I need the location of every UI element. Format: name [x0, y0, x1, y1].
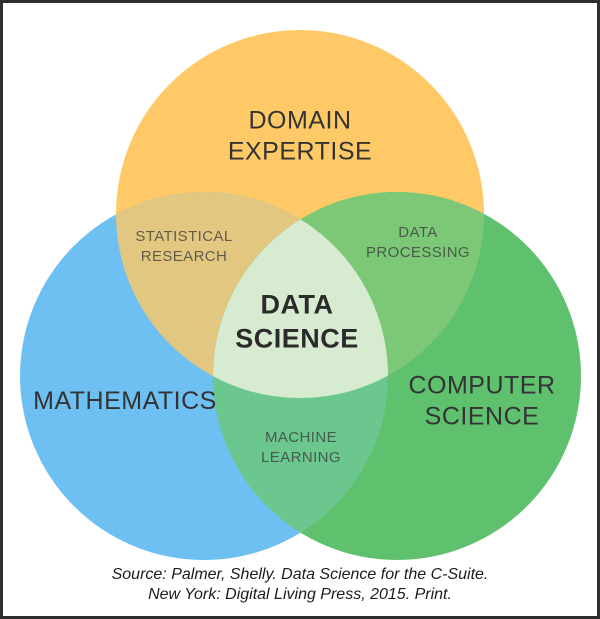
mathematics-label-line1: MATHEMATICS — [33, 386, 217, 415]
venn-chart — [20, 30, 581, 560]
source-citation-line2: New York: Digital Living Press, 2015. Pr… — [148, 586, 452, 603]
data-processing-label-line2: PROCESSING — [365, 244, 471, 261]
source-citation-line1: Source: Palmer, Shelly. Data Science for… — [111, 566, 489, 583]
machine-learning-label-line2: LEARNING — [261, 449, 341, 466]
domain-expertise-label-line1: DOMAIN — [248, 106, 352, 135]
data-science-label-line1: DATA — [260, 289, 334, 320]
statistical-research-label-line2: RESEARCH — [140, 248, 228, 265]
source-citation: Source: Palmer, Shelly. Data Science for… — [0, 565, 600, 605]
mathematics-label: MATHEMATICS — [33, 386, 217, 417]
machine-learning-label-line1: MACHINE — [265, 428, 337, 446]
machine-learning-label: MACHINE LEARNING — [261, 428, 341, 469]
computer-science-label-line1: COMPUTER — [408, 371, 556, 400]
statistical-research-label-line1: STATISTICAL — [135, 227, 233, 245]
data-science-label: DATA SCIENCE — [235, 288, 359, 356]
data-science-label-line2: SCIENCE — [235, 323, 359, 353]
statistical-research-label: STATISTICAL RESEARCH — [135, 227, 232, 268]
computer-science-label: COMPUTER SCIENCE — [408, 371, 555, 432]
data-processing-label: DATA PROCESSING — [366, 223, 470, 264]
data-processing-label-line1: DATA — [398, 223, 438, 241]
domain-expertise-label: DOMAIN EXPERTISE — [228, 106, 372, 167]
computer-science-label-line2: SCIENCE — [424, 402, 540, 430]
data-science-center-region — [213, 192, 388, 398]
domain-expertise-label-line2: EXPERTISE — [227, 137, 373, 165]
